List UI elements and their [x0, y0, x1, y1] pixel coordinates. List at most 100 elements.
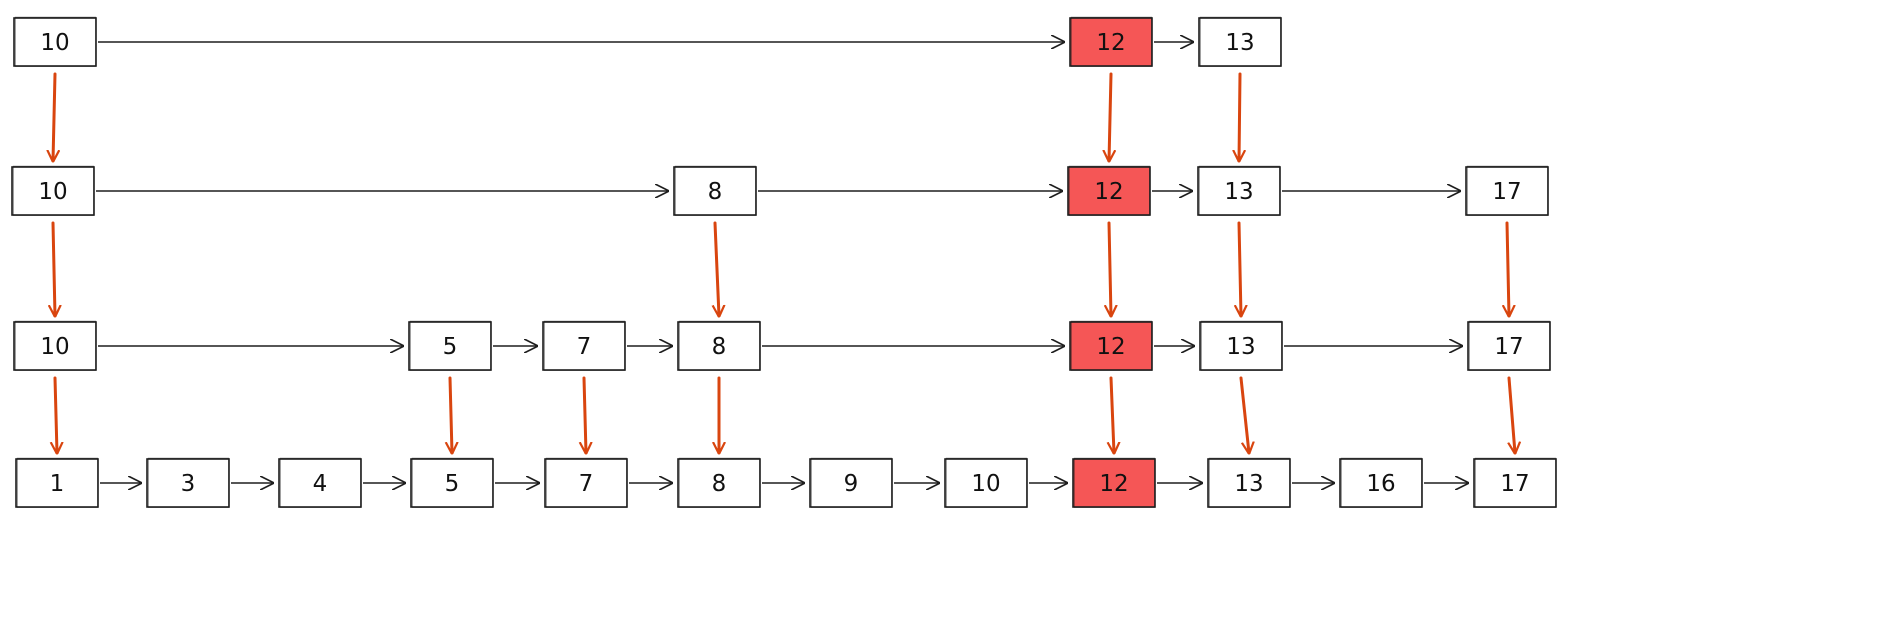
node-box-sketch-edge	[1200, 320, 1283, 371]
node-value-label: 4	[313, 471, 328, 497]
node-value-label: 5	[445, 471, 460, 497]
node-box-sketch-edge	[678, 457, 761, 508]
down-arrow-L1-10-to-L0-1	[55, 376, 57, 455]
down-arrow-L3-13-to-L2-13	[1239, 72, 1240, 163]
node-box-sketch-edge	[543, 320, 626, 371]
node-box	[1197, 166, 1281, 216]
down-links	[53, 72, 1515, 455]
node-L1-17: 17	[1467, 320, 1551, 371]
node-value-label: 16	[1366, 471, 1395, 497]
node-L0-12: 12	[1072, 457, 1156, 508]
node-box	[408, 321, 492, 371]
node-box	[15, 458, 99, 508]
down-arrow-L1-7-to-L0-7	[584, 376, 586, 455]
node-value-label: 17	[1500, 471, 1529, 497]
node-box-sketch-edge	[1198, 165, 1281, 216]
node-box-sketch-edge	[1466, 165, 1549, 216]
node-box	[544, 458, 628, 508]
node-L1-10: 10	[13, 320, 97, 371]
node-L0-16: 16	[1339, 457, 1423, 508]
node-L2-13: 13	[1197, 165, 1281, 216]
node-value-label: 9	[844, 471, 859, 497]
node-box-sketch-edge	[16, 457, 99, 508]
down-arrow-L3-10-to-L2-10	[53, 72, 55, 163]
node-L1-8: 8	[677, 320, 761, 371]
down-arrow-L2-12-to-L1-12	[1109, 221, 1111, 318]
node-L1-13: 13	[1199, 320, 1283, 371]
node-value-label: 12	[1096, 334, 1125, 360]
node-box-sketch-edge	[945, 457, 1028, 508]
node-L0-17: 17	[1473, 457, 1557, 508]
down-arrow-L1-17-to-L0-17	[1509, 376, 1515, 453]
node-box	[1465, 166, 1549, 216]
node-value-label: 10	[40, 30, 69, 56]
node-box	[677, 321, 761, 371]
node-value-label: 8	[712, 471, 727, 497]
highlighted-node-box	[1069, 17, 1153, 67]
node-value-label: 12	[1099, 471, 1128, 497]
node-L3-10: 10	[13, 16, 97, 67]
node-value-label: 7	[579, 471, 594, 497]
node-box	[1467, 321, 1551, 371]
node-box	[673, 166, 757, 216]
horizontal-links	[96, 42, 1468, 483]
node-L0-4: 4	[278, 457, 362, 508]
node-L2-8: 8	[673, 165, 757, 216]
node-value-label: 13	[1225, 30, 1254, 56]
node-value-label: 8	[708, 179, 723, 205]
down-arrow-L2-10-to-L1-10	[53, 221, 55, 318]
node-box-sketch-edge	[1208, 457, 1291, 508]
node-L1-12: 12	[1069, 320, 1153, 371]
node-L0-13: 13	[1207, 457, 1291, 508]
node-box-sketch-edge	[545, 457, 628, 508]
node-box	[13, 321, 97, 371]
node-box	[278, 458, 362, 508]
node-value-label: 12	[1096, 30, 1125, 56]
node-box-sketch-edge	[678, 320, 761, 371]
node-value-label: 17	[1494, 334, 1523, 360]
down-arrow-L1-13-to-L0-13	[1239, 376, 1249, 453]
node-value-label: 7	[577, 334, 592, 360]
node-L0-5: 5	[410, 457, 494, 508]
node-box-sketch-edge	[1468, 320, 1551, 371]
node-box-sketch-edge	[279, 457, 362, 508]
node-L3-13: 13	[1198, 16, 1282, 67]
down-arrow-L3-12-to-L2-12	[1109, 72, 1111, 163]
node-value-label: 12	[1094, 179, 1123, 205]
node-value-label: 8	[712, 334, 727, 360]
down-arrow-L1-12-to-L0-12	[1111, 376, 1114, 455]
node-box	[1473, 458, 1557, 508]
node-value-label: 10	[971, 471, 1000, 497]
down-arrow-L2-8-to-L1-8	[715, 221, 719, 318]
node-L3-12: 12	[1069, 16, 1153, 67]
node-L0-7: 7	[544, 457, 628, 508]
node-box-sketch-edge	[674, 165, 757, 216]
node-box	[1207, 458, 1291, 508]
node-L2-10: 10	[11, 165, 95, 216]
node-box	[13, 17, 97, 67]
node-box	[146, 458, 230, 508]
node-L0-9: 9	[809, 457, 893, 508]
node-value-label: 10	[40, 334, 69, 360]
node-box-sketch-edge	[1070, 16, 1153, 67]
node-box-sketch-edge	[810, 457, 893, 508]
node-value-label: 13	[1224, 179, 1253, 205]
node-L2-12: 12	[1067, 165, 1151, 216]
node-box-sketch-edge	[1474, 457, 1557, 508]
node-box-sketch-edge	[1068, 165, 1151, 216]
node-box	[944, 458, 1028, 508]
node-box-sketch-edge	[1073, 457, 1156, 508]
node-box	[809, 458, 893, 508]
highlighted-node-box	[1067, 166, 1151, 216]
node-L0-1: 1	[15, 457, 99, 508]
node-box-sketch-edge	[409, 320, 492, 371]
node-value-label: 13	[1234, 471, 1263, 497]
node-L0-3: 3	[146, 457, 230, 508]
down-arrow-L1-5-to-L0-5	[450, 376, 452, 455]
highlighted-node-box	[1072, 458, 1156, 508]
node-box-sketch-edge	[1199, 16, 1282, 67]
node-L0-10: 10	[944, 457, 1028, 508]
node-box-sketch-edge	[14, 16, 97, 67]
